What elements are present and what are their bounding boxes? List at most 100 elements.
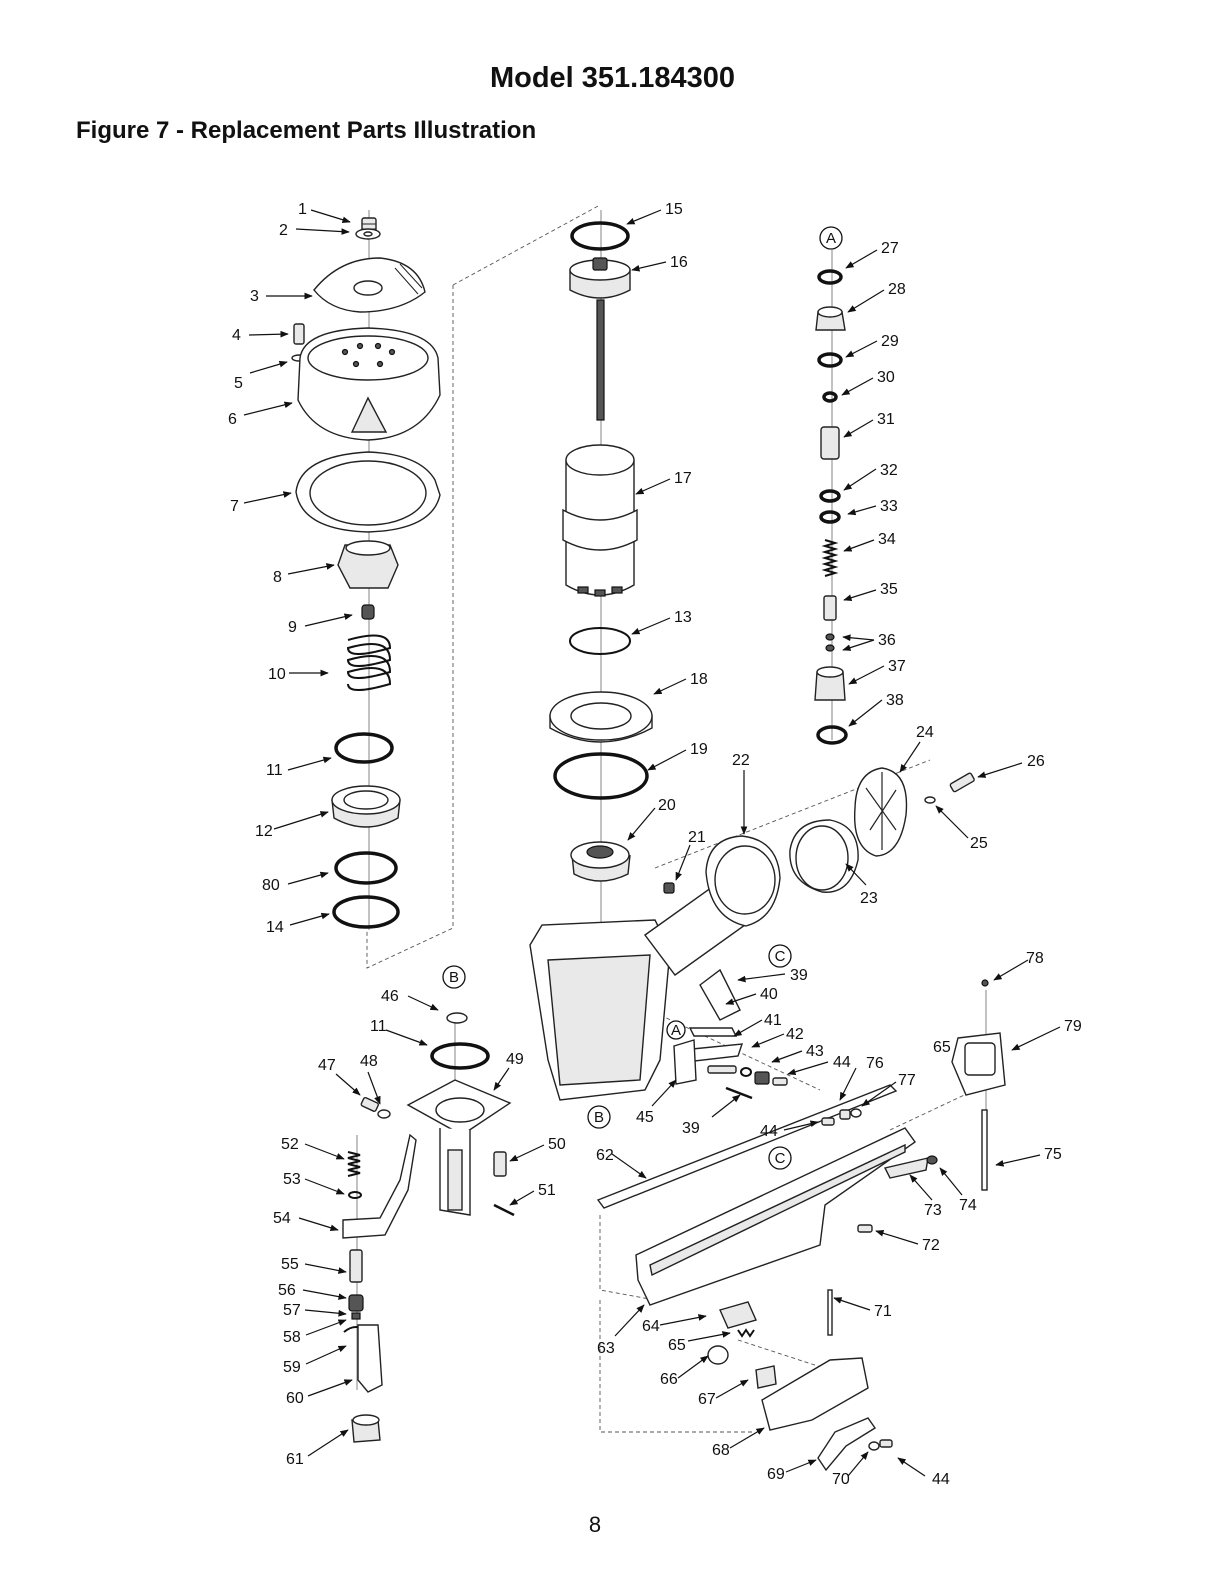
part-label: 77 bbox=[898, 1072, 916, 1089]
svg-text:A: A bbox=[671, 1022, 681, 1039]
part-label: 64 bbox=[642, 1318, 660, 1335]
part-label: 16 bbox=[670, 254, 688, 271]
part-label: 4 bbox=[232, 327, 241, 344]
part-label: 28 bbox=[888, 281, 906, 298]
part-label: 56 bbox=[278, 1282, 296, 1299]
part-label: 43 bbox=[806, 1043, 824, 1060]
part-label: 65 bbox=[668, 1337, 686, 1354]
part-label: 22 bbox=[732, 752, 750, 769]
part-label: 74 bbox=[959, 1197, 977, 1214]
part-label: 27 bbox=[881, 240, 899, 257]
figure-title: Figure 7 - Replacement Parts Illustratio… bbox=[76, 117, 537, 144]
part-label: 44 bbox=[932, 1471, 950, 1488]
part-label: 60 bbox=[286, 1390, 304, 1407]
part-label: 58 bbox=[283, 1329, 301, 1346]
part-label: 11 bbox=[266, 762, 283, 779]
lower-parts bbox=[342, 979, 1006, 1472]
part-label: 24 bbox=[916, 724, 934, 741]
part-label: 61 bbox=[286, 1451, 304, 1468]
part-label: 51 bbox=[538, 1182, 556, 1199]
part-label: 66 bbox=[660, 1371, 678, 1388]
part-label: 34 bbox=[878, 531, 896, 548]
part-label: 72 bbox=[922, 1237, 940, 1254]
part-label: 7 bbox=[230, 498, 239, 515]
part-label: 20 bbox=[658, 797, 676, 814]
part-label: 57 bbox=[283, 1302, 301, 1319]
part-label: 11 bbox=[370, 1018, 387, 1035]
part-label: 39 bbox=[682, 1120, 700, 1137]
part-label: 39 bbox=[790, 967, 808, 984]
left-stack-parts bbox=[291, 217, 441, 929]
svg-text:A: A bbox=[826, 230, 836, 247]
callout-c-magazine: C bbox=[768, 1146, 792, 1170]
part-label: 1 bbox=[298, 201, 307, 218]
part-label: 17 bbox=[674, 470, 692, 487]
part-label: 42 bbox=[786, 1026, 804, 1043]
part-label: 5 bbox=[234, 375, 243, 392]
part-label: 69 bbox=[767, 1466, 785, 1483]
part-label: 13 bbox=[674, 609, 692, 626]
right-valve-parts bbox=[814, 269, 848, 745]
page-title: Model 351.184300 bbox=[489, 62, 736, 94]
part-label: 52 bbox=[281, 1136, 299, 1153]
part-label: 10 bbox=[268, 666, 286, 683]
part-label: 54 bbox=[273, 1210, 291, 1227]
part-label: 19 bbox=[690, 741, 708, 758]
part-label: 3 bbox=[250, 288, 259, 305]
part-label: 26 bbox=[1027, 753, 1045, 770]
part-label: 49 bbox=[506, 1051, 524, 1068]
part-label: 37 bbox=[888, 658, 906, 675]
part-label: 46 bbox=[381, 988, 399, 1005]
part-label: 18 bbox=[690, 671, 708, 688]
part-labels: 1 2 3 4 5 6 7 8 9 10 11 12 80 14 15 16 1… bbox=[228, 201, 1082, 1488]
part-label: 67 bbox=[698, 1391, 716, 1408]
part-label: 30 bbox=[877, 369, 895, 386]
part-label: 68 bbox=[712, 1442, 730, 1459]
part-label: 2 bbox=[279, 222, 288, 239]
part-label: 71 bbox=[874, 1303, 892, 1320]
part-label: 31 bbox=[877, 411, 895, 428]
part-label: 35 bbox=[880, 581, 898, 598]
leader-arrows bbox=[243, 209, 1061, 1477]
part-label: 55 bbox=[281, 1256, 299, 1273]
page-number: 8 bbox=[588, 1512, 602, 1537]
part-label: 44 bbox=[760, 1123, 778, 1140]
part-label: 32 bbox=[880, 462, 898, 479]
part-label: 73 bbox=[924, 1202, 942, 1219]
callout-c-handle: C bbox=[768, 944, 792, 968]
part-label: 80 bbox=[262, 877, 280, 894]
callout-a-top: A bbox=[819, 226, 843, 250]
part-label: 48 bbox=[360, 1053, 378, 1070]
reference-callouts: A A B B C C bbox=[442, 226, 843, 1170]
part-label: 78 bbox=[1026, 950, 1044, 967]
part-label: 25 bbox=[970, 835, 988, 852]
callout-b-top: B bbox=[442, 965, 466, 989]
part-label: 62 bbox=[596, 1147, 614, 1164]
callout-a-lower: A bbox=[666, 1020, 686, 1040]
part-label: 50 bbox=[548, 1136, 566, 1153]
svg-text:B: B bbox=[594, 1109, 604, 1126]
part-label: 70 bbox=[832, 1471, 850, 1488]
part-label: 29 bbox=[881, 333, 899, 350]
part-label: 14 bbox=[266, 919, 284, 936]
part-label: 76 bbox=[866, 1055, 884, 1072]
part-label: 79 bbox=[1064, 1018, 1082, 1035]
center-stack-parts bbox=[529, 221, 975, 1101]
part-label: 8 bbox=[273, 569, 282, 586]
svg-text:C: C bbox=[775, 1150, 786, 1167]
part-label: 6 bbox=[228, 411, 237, 428]
part-label: 40 bbox=[760, 986, 778, 1003]
svg-text:C: C bbox=[775, 948, 786, 965]
part-label: 9 bbox=[288, 619, 297, 636]
part-label: 36 bbox=[878, 632, 896, 649]
part-label: 38 bbox=[886, 692, 904, 709]
part-label: 44 bbox=[833, 1054, 851, 1071]
part-label: 75 bbox=[1044, 1146, 1062, 1163]
part-label: 23 bbox=[860, 890, 878, 907]
part-label: 45 bbox=[636, 1109, 654, 1126]
part-label: 47 bbox=[318, 1057, 336, 1074]
part-label: 59 bbox=[283, 1359, 301, 1376]
svg-text:B: B bbox=[449, 969, 459, 986]
part-label: 15 bbox=[665, 201, 683, 218]
